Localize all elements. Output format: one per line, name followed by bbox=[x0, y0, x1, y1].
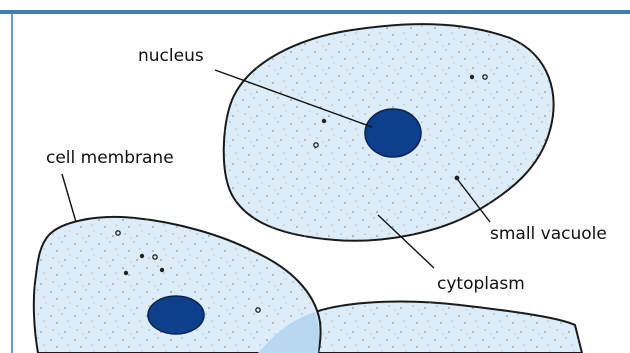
vacuole bbox=[124, 271, 128, 275]
vacuole bbox=[470, 75, 474, 79]
vacuole bbox=[322, 119, 326, 123]
label-small-vacuole: small vacuole bbox=[490, 226, 607, 243]
small-vacuole bbox=[455, 176, 460, 181]
nucleus-top bbox=[365, 109, 421, 157]
nucleus-bottom-left bbox=[148, 296, 204, 334]
label-cytoplasm: cytoplasm bbox=[437, 276, 525, 293]
cell-membrane-leader-line bbox=[62, 174, 76, 222]
vacuole bbox=[140, 254, 144, 258]
label-nucleus: nucleus bbox=[138, 48, 204, 65]
label-cell-membrane: cell membrane bbox=[46, 150, 174, 167]
cell-top bbox=[224, 24, 554, 241]
cell-bottom-left bbox=[34, 217, 321, 353]
vacuole bbox=[160, 268, 164, 272]
